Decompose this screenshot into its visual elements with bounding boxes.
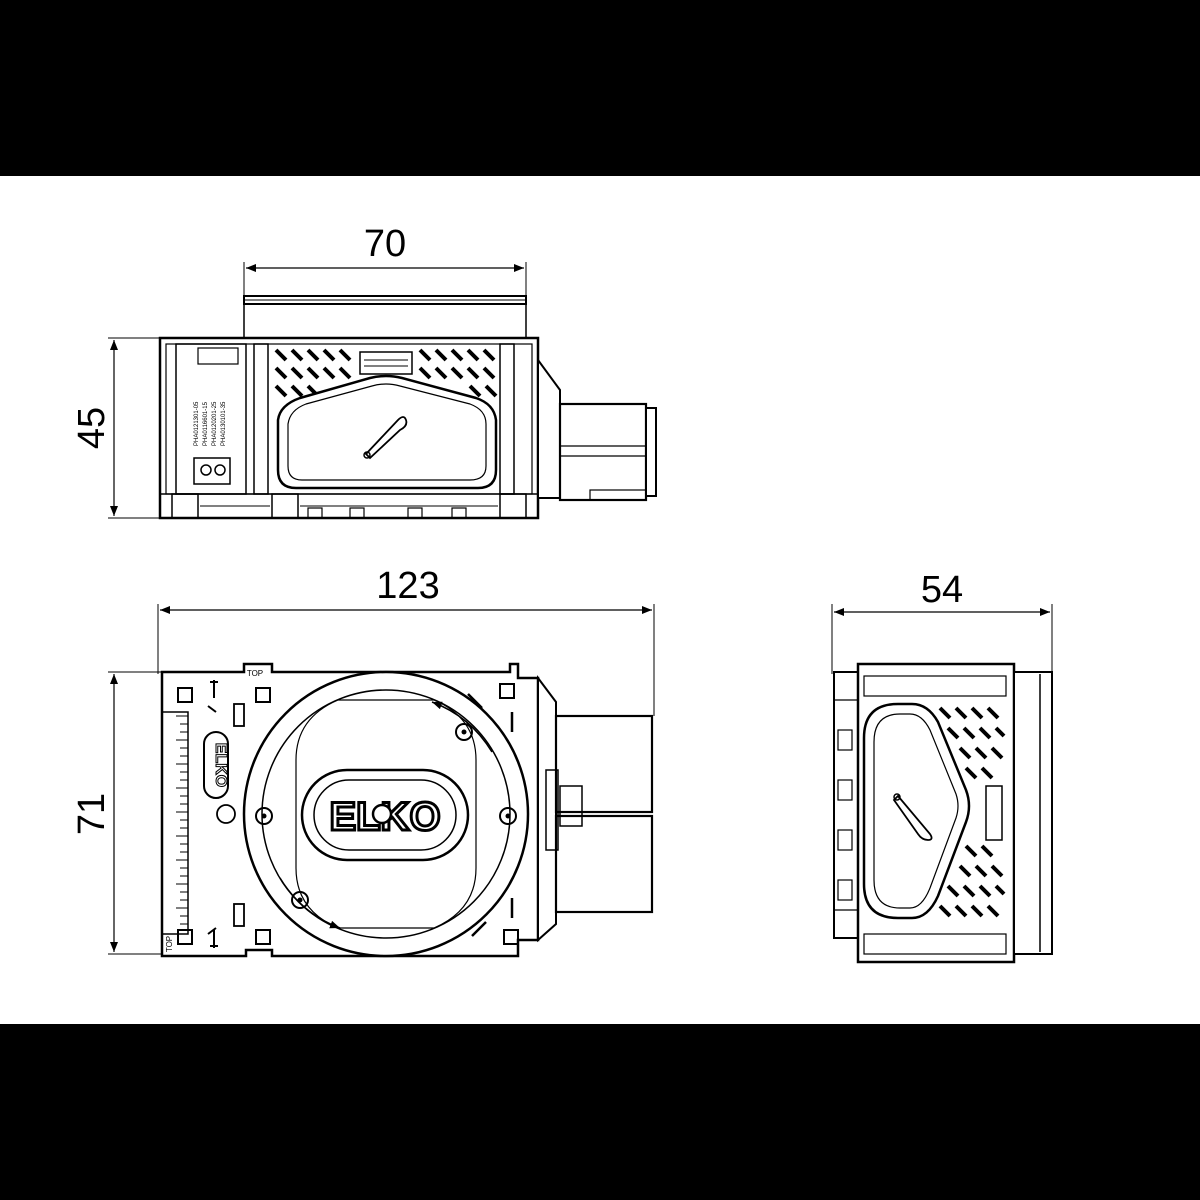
bottom-black-band: [0, 1024, 1200, 1200]
svg-text:PHA0120201-25: PHA0120201-25: [212, 401, 218, 446]
dimension-45-label: 45: [71, 407, 113, 449]
screwdriver-icon: [363, 416, 408, 460]
part-number-block: PHA0121301-05 PHA0116601-15 PHA0120201-2…: [194, 401, 227, 446]
svg-text:ELKO: ELKO: [212, 743, 229, 787]
svg-text:PHA0121301-05: PHA0121301-05: [194, 401, 200, 446]
hatch-pattern-side: [938, 706, 1006, 918]
screw-icon: [207, 680, 218, 948]
dimension-123-label: 123: [376, 565, 439, 607]
screwdriver-icon: [467, 693, 514, 937]
cable-connector-top: [537, 356, 657, 502]
top-view: 70 45 PHA0121301-05 PHA0116601-15 PHA012…: [71, 223, 657, 520]
screwdriver-icon: [892, 793, 933, 841]
side-view: 54: [831, 569, 1053, 964]
dimension-45: 45: [71, 337, 160, 519]
dimension-71: 71: [71, 671, 162, 955]
elko-logo-vertical: ELKO: [203, 731, 230, 799]
top-mark-upper: TOP: [247, 669, 263, 678]
hatch-pattern-top: [274, 348, 498, 398]
ruler-ticks: [176, 715, 188, 925]
top-mark-lower: TOP: [165, 936, 174, 952]
dimension-54-label: 54: [921, 569, 963, 611]
front-view: 123 71 TOP TOP EL: [71, 565, 655, 958]
svg-text:PHA0116601-15: PHA0116601-15: [203, 401, 209, 446]
cable-connector-front: [537, 675, 654, 943]
top-black-band: [0, 0, 1200, 176]
elko-logo-center: ELKO: [300, 768, 470, 862]
dimension-70: 70: [243, 223, 527, 332]
svg-text:PHA0130101-35: PHA0130101-35: [221, 401, 227, 446]
dimension-54: 54: [831, 569, 1053, 674]
dimension-123: 123: [157, 565, 655, 716]
dimension-71-label: 71: [71, 793, 113, 835]
dimension-70-label: 70: [364, 223, 406, 265]
